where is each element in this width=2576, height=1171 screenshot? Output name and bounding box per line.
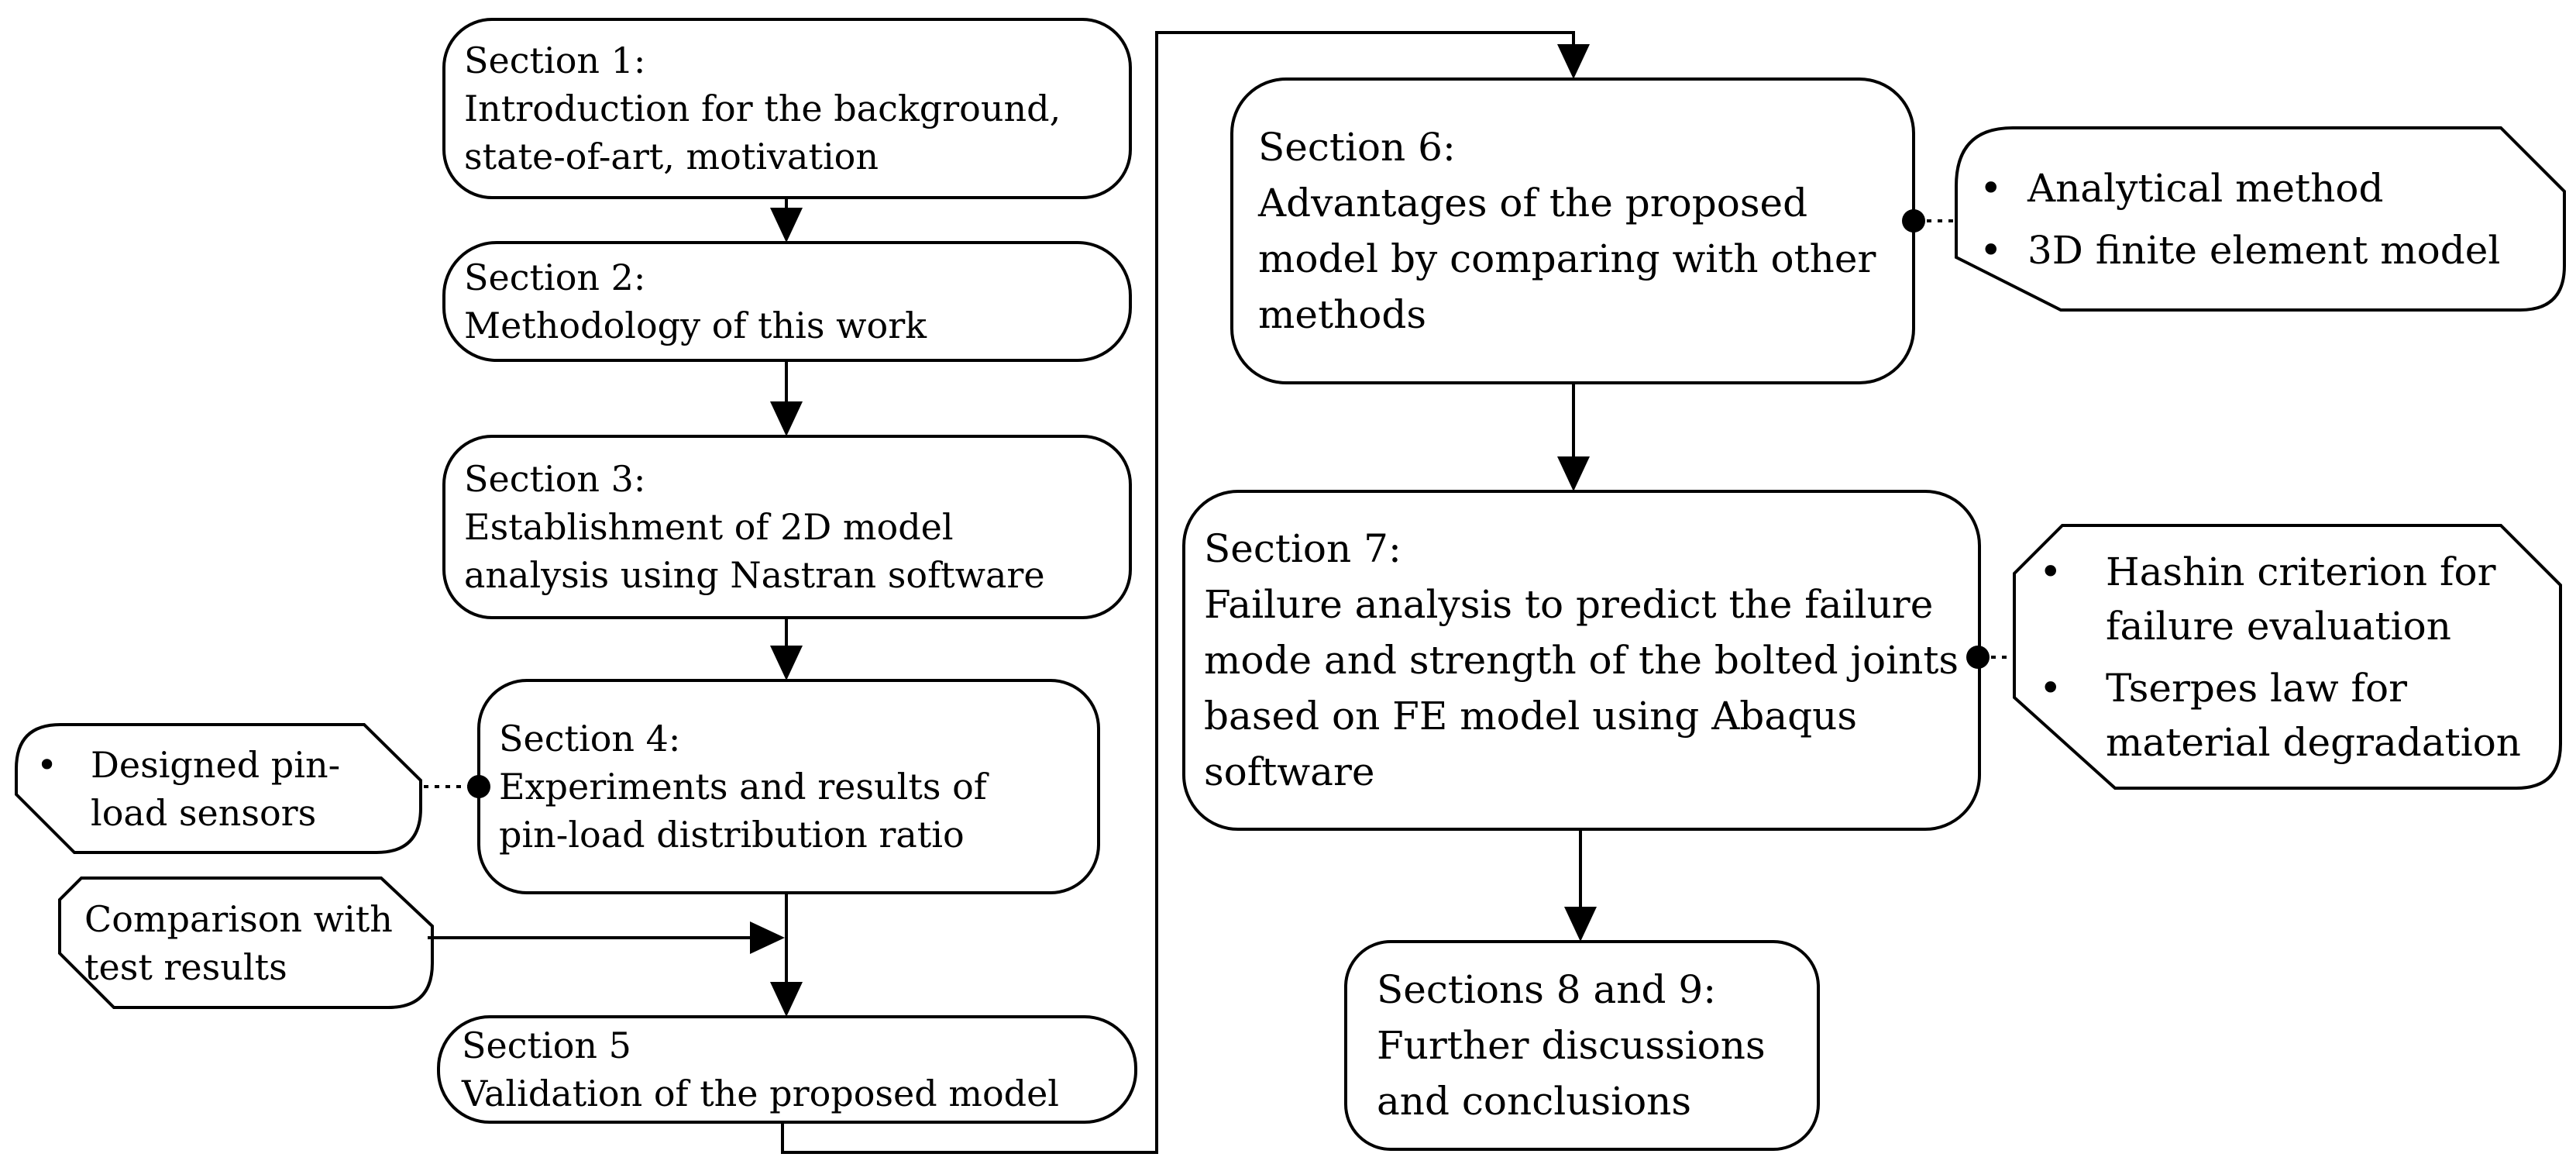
section-3-line-1: Section 3: — [464, 458, 646, 500]
arrowhead-down-icon — [770, 982, 803, 1017]
callout-methods-line-1: Analytical method — [2027, 165, 2384, 211]
callout-criteria-line-2: failure evaluation — [2106, 603, 2451, 649]
section-4-box: Section 4: Experiments and results of pi… — [479, 680, 1099, 893]
bullet-icon: • — [1979, 165, 2003, 211]
dotted-link-designed-s4 — [424, 775, 490, 798]
section-1-line-2: Introduction for the background, — [464, 88, 1061, 129]
section-5-shape — [437, 1015, 1137, 1124]
sections-8-9-shape — [1344, 940, 1820, 1151]
section-5-box: Section 5 Validation of the proposed mod… — [439, 1017, 1136, 1122]
callout-comparison-line-2: test results — [84, 945, 287, 988]
dotted-connectors — [424, 209, 2013, 798]
callout-methods-shape — [1955, 126, 2566, 312]
dotted-link-s6-methods — [1902, 209, 1955, 232]
junction-dot — [467, 775, 490, 798]
section-3-line-2: Establishment of 2D model — [464, 506, 954, 548]
callout-comparison-shape — [58, 877, 434, 1009]
section-6-line-3: model by comparing with other — [1258, 236, 1876, 281]
sections-8-9-line-2: Further discussions — [1377, 1023, 1766, 1068]
section-6-line-2: Advantages of the proposed — [1258, 181, 1808, 226]
flow-connectors — [428, 31, 1597, 1154]
callout-designed: • Designed pin- load sensors — [16, 725, 421, 852]
sections-8-9-box: Sections 8 and 9: Further discussions an… — [1346, 942, 1818, 1149]
bullet-icon: • — [2039, 665, 2062, 711]
callout-item: • Hashin criterion for failure evaluatio… — [2014, 545, 2561, 653]
callout-shapes — [15, 126, 2566, 1009]
section-6-line-4: methods — [1258, 292, 1427, 337]
callout-item-text: 3D finite element model — [2027, 222, 2500, 278]
section-shapes — [437, 18, 1981, 1151]
section-2-box: Section 2: Methodology of this work — [444, 243, 1130, 360]
callout-item: • Designed pin- load sensors — [16, 741, 421, 837]
arrowhead-down-icon — [1557, 44, 1590, 79]
arrow-s3-s4 — [770, 618, 803, 680]
section-7-line-3: mode and strength of the bolted joints — [1204, 638, 1959, 683]
section-6-line-1: Section 6: — [1258, 125, 1456, 170]
section-4-line-3: pin-load distribution ratio — [499, 814, 965, 856]
section-5-line-1: Section 5 — [462, 1025, 631, 1066]
section-3-box: Section 3: Establishment of 2D model ana… — [444, 436, 1130, 618]
callout-criteria: • Hashin criterion for failure evaluatio… — [2014, 525, 2561, 788]
callout-methods-line-2: 3D finite element model — [2027, 227, 2501, 273]
connector-s5-loop-s6 — [781, 31, 1590, 1154]
section-6-box: Section 6: Advantages of the proposed mo… — [1232, 79, 1914, 383]
section-2-line-1: Section 2: — [464, 257, 646, 298]
arrowhead-down-icon — [770, 401, 803, 436]
section-7-box: Section 7: Failure analysis to predict t… — [1184, 491, 1979, 829]
section-1-line-1: Section 1: — [464, 40, 646, 81]
connector-polyline — [781, 31, 1575, 1154]
sections-8-9-line-1: Sections 8 and 9: — [1377, 967, 1717, 1012]
callout-criteria-shape — [2013, 524, 2562, 790]
callout-designed-line-1: Designed pin- — [91, 743, 341, 786]
callout-criteria-line-3: Tserpes law for — [2106, 665, 2408, 711]
junction-dot — [1902, 209, 1925, 232]
arrow-s7-s89 — [1564, 829, 1597, 942]
section-7-line-4: based on FE model using Abaqus — [1204, 694, 1857, 739]
callout-comparison: Comparison with test results — [60, 878, 432, 1007]
junction-dot — [1966, 646, 1990, 669]
callout-comparison-line-1: Comparison with — [84, 897, 393, 940]
arrow-s4-s5 — [770, 893, 803, 1017]
section-7-line-2: Failure analysis to predict the failure — [1204, 582, 1934, 627]
callout-criteria-line-1: Hashin criterion for — [2106, 549, 2496, 594]
bullet-icon: • — [2039, 549, 2062, 594]
callout-item: • Tserpes law for material degradation — [2014, 661, 2561, 770]
dotted-link-s7-criteria — [1966, 646, 2013, 669]
arrow-comparison-junction — [428, 921, 785, 954]
arrowhead-down-icon — [1557, 456, 1590, 491]
arrow-s2-s3 — [770, 360, 803, 436]
callout-item: • 3D finite element model — [1956, 222, 2564, 278]
section-3-line-3: analysis using Nastran software — [464, 554, 1045, 596]
section-4-line-1: Section 4: — [499, 718, 681, 759]
sections-8-9-line-3: and conclusions — [1377, 1079, 1692, 1124]
section-5-line-2: Validation of the proposed model — [462, 1073, 1060, 1114]
bullet-icon: • — [1979, 227, 2003, 273]
section-2-line-2: Methodology of this work — [464, 305, 927, 346]
arrowhead-down-icon — [1564, 907, 1597, 942]
callout-item-text: Designed pin- load sensors — [91, 741, 340, 837]
callout-item-text: Hashin criterion for failure evaluation — [2106, 545, 2496, 653]
callout-criteria-line-4: material degradation — [2106, 719, 2522, 765]
callout-item-text: Tserpes law for material degradation — [2106, 661, 2521, 770]
callout-item-text: Analytical method — [2027, 160, 2384, 216]
callout-item: • Analytical method — [1956, 160, 2564, 216]
arrow-s1-s2 — [770, 198, 803, 243]
arrowhead-down-icon — [770, 208, 803, 243]
arrowhead-right-icon — [750, 921, 785, 954]
callout-methods: • Analytical method • 3D finite element … — [1956, 128, 2564, 310]
section-7-line-1: Section 7: — [1204, 526, 1401, 571]
callout-designed-line-2: load sensors — [91, 791, 317, 834]
arrow-s6-s7 — [1557, 383, 1590, 491]
callout-designed-shape — [15, 723, 422, 854]
bullet-icon: • — [36, 743, 58, 786]
arrowhead-down-icon — [770, 646, 803, 680]
section-1-line-3: state-of-art, motivation — [464, 136, 879, 177]
section-7-line-5: software — [1204, 749, 1375, 794]
section-1-box: Section 1: Introduction for the backgrou… — [444, 19, 1130, 198]
section-4-line-2: Experiments and results of — [499, 766, 987, 808]
